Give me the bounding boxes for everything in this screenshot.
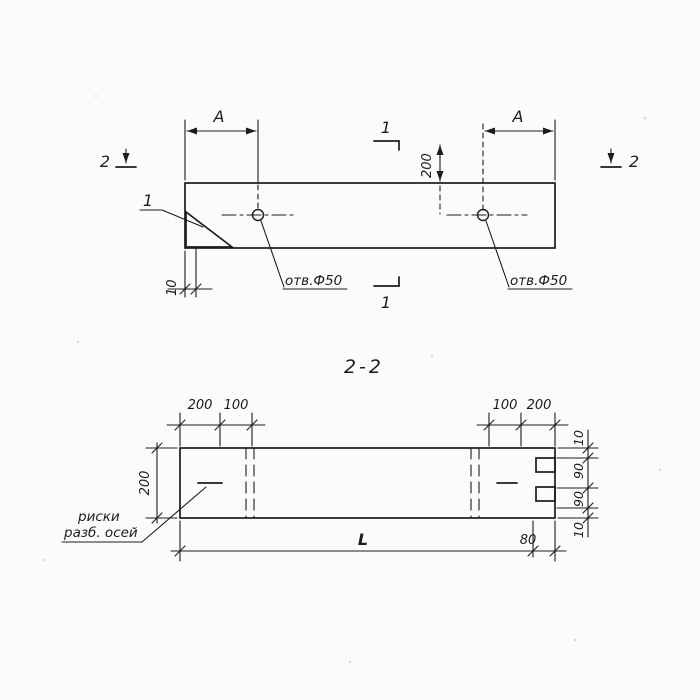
axis-lines-left	[245, 447, 255, 519]
detail-callout-1: 1	[139, 191, 204, 228]
axis-marks-note: риски разб. осей	[61, 486, 207, 543]
dim-a-left: A	[184, 107, 259, 211]
scan-noise	[42, 94, 662, 664]
dim-200-vertical-label: 200	[420, 153, 435, 178]
keyway-notch-lower	[535, 486, 556, 502]
dim-10-label: 10	[165, 279, 180, 296]
section-outline	[179, 447, 556, 519]
dim-200-top-right: 200	[527, 398, 552, 413]
dim-right-10-bottom: 10	[571, 522, 586, 538]
keyway-notch-upper	[535, 457, 556, 473]
dim-200-vertical: 200	[420, 144, 444, 215]
section-1-top-label: 1	[381, 118, 391, 137]
dim-right-90-upper: 90	[571, 463, 586, 479]
dim-10: 10	[165, 248, 213, 298]
dim-length-label: L	[358, 530, 368, 549]
corner-detail-triangle	[185, 210, 235, 248]
dims-right-chain: 10 90 90 10	[556, 429, 599, 538]
hole-right-label: отв.Ф50	[510, 273, 567, 289]
dim-height-left-label: 200	[138, 471, 153, 496]
dim-100-top-left: 100	[224, 398, 249, 413]
dim-80-label: 80	[520, 533, 537, 548]
hole-left-label: отв.Ф50	[285, 273, 342, 289]
beam-outline	[184, 182, 556, 249]
section-2-mark-right: 2	[600, 148, 639, 171]
section-view: 2-2 200 100	[61, 356, 599, 562]
dim-right-10-top: 10	[571, 430, 586, 446]
hole-left-circle	[251, 208, 265, 222]
dim-a-left-label: A	[213, 107, 225, 126]
hole-right: отв.Ф50	[446, 208, 573, 290]
section-view-title: 2-2	[344, 356, 384, 378]
hole-right-circle	[476, 208, 490, 222]
dim-100-top-right: 100	[493, 398, 518, 413]
axis-marks-note-line1: риски	[77, 509, 120, 525]
section-1-mark-top: 1	[373, 118, 400, 151]
axis-lines-right	[470, 447, 480, 519]
section-1-mark-bottom: 1	[373, 276, 400, 312]
section-2-mark-left: 2	[100, 148, 137, 171]
section-2-right-label: 2	[629, 152, 639, 171]
dim-length-bottom: L 80	[170, 520, 567, 562]
detail-callout-label: 1	[143, 191, 153, 210]
dim-right-90-lower: 90	[571, 491, 586, 507]
dim-a-right: A	[482, 107, 556, 211]
dim-height-left: 200	[138, 442, 178, 524]
section-1-bottom-label: 1	[381, 293, 391, 312]
dim-200-top-left: 200	[188, 398, 213, 413]
plan-view: 1 A A 1 1	[100, 107, 639, 312]
dims-top-right: 100 200	[476, 398, 569, 447]
dim-a-right-label: A	[512, 107, 524, 126]
axis-marks-note-line2: разб. осей	[63, 525, 138, 541]
section-2-left-label: 2	[100, 152, 110, 171]
dims-top-left: 200 100	[166, 398, 266, 447]
hole-left: отв.Ф50	[221, 208, 348, 290]
